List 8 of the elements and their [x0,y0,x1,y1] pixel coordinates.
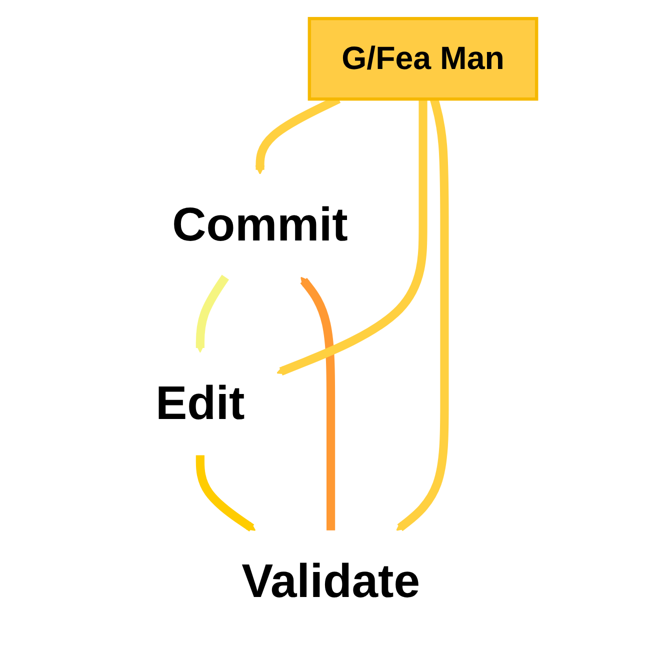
node-text: Edit [156,376,245,430]
arrow [276,99,428,376]
arrow [195,274,229,353]
arrow [300,276,336,530]
node-text: Validate [242,555,420,608]
node-box: G/Fea Man [308,16,538,101]
node-text: Commit [172,198,348,252]
arrow [196,455,256,532]
